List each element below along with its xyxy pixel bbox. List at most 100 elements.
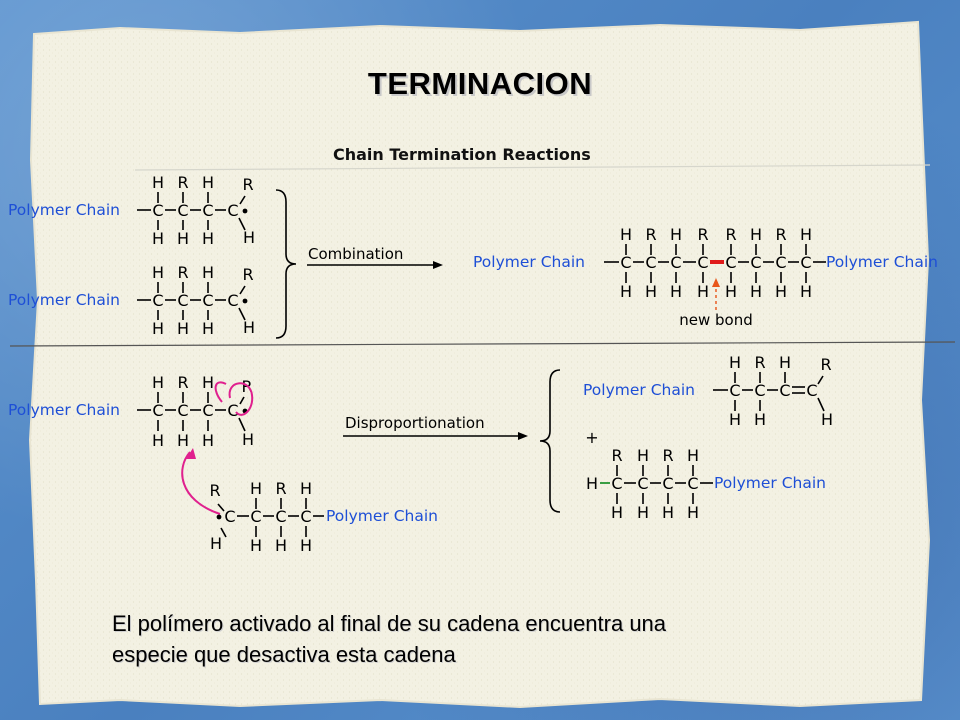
radical-a-carbon: C [202,201,213,220]
product-carbon: C [645,253,656,272]
disp-r2-top-sub: H [300,479,312,498]
slide-title: TERMINACION [367,66,593,101]
product-chain-right: Polymer Chain [826,253,938,271]
disp-radical-carbon: C [227,401,238,420]
slide-caption: El polímero activado al final de su cade… [112,608,832,670]
combination-arrow-head [433,261,443,269]
alkene-chain-label: Polymer Chain [583,381,695,399]
disp-carbon: C [152,401,163,420]
radical-a-top-sub: H [152,173,164,192]
product-bottom-sub: H [645,282,657,301]
radical-a-top-sub: H [202,173,214,192]
disp-r2-radical-dot [216,514,222,520]
disp-r2-carbon: C [300,507,311,526]
product-bottom-sub: H [750,282,762,301]
alkene-bond-h [817,397,825,412]
radical-b-bottom-sub: H [152,319,164,338]
product-bottom-sub: H [800,282,812,301]
radical-b-carbon: C [202,291,213,310]
saturated-bottom-sub: H [611,503,623,522]
caption-line-1: El polímero activado al final de su cade… [112,611,667,636]
saturated-bottom-sub: H [637,503,649,522]
disp-r2-radical-r: R [209,481,220,500]
saturated-top-sub: H [637,446,649,465]
radical-b-chain-label: Polymer Chain [8,291,120,309]
product-top-sub: R [645,225,656,244]
disp-r2-bond-h [220,527,227,538]
radical-a-bottom-sub: H [177,229,189,248]
alkene-carbon: C [729,381,740,400]
disp-r2-bottom-sub: H [300,536,312,555]
disp-bottom-sub: H [152,431,164,450]
radical-a-radical-dot [242,208,248,214]
radical-b-bond-h [238,307,246,321]
alkene-top-sub: H [779,353,791,372]
product-carbon: C [620,253,631,272]
radical-a-chain-label: Polymer Chain [8,201,120,219]
alkene-r: R [820,355,831,374]
disproportionation-label: Disproportionation [345,414,485,432]
alkene-h: H [821,410,833,429]
disp-r2-carbon: C [250,507,261,526]
saturated-carbon: C [687,474,698,493]
alkene-top-sub: H [729,353,741,372]
disp-bottom-sub: H [177,431,189,450]
plus-sign: + [585,428,598,447]
radical-a-radical-carbon: C [227,201,238,220]
radical-b-carbon: C [177,291,188,310]
disp-r2-bond-r [217,503,225,512]
radical-a-bottom-sub: H [202,229,214,248]
combination-brace [275,189,297,339]
product-bottom-sub: H [775,282,787,301]
diagram-heading: Chain Termination Reactions [333,145,591,164]
disp-radical-h: H [242,430,254,449]
radical-b-radical-carbon: C [227,291,238,310]
radical-a-radical-h: H [243,228,255,247]
alkene-carbon: C [754,381,765,400]
product-top-sub: R [775,225,786,244]
disp-r2-bottom-sub: H [275,536,287,555]
product-top-sub: H [800,225,812,244]
radical-a-top-sub: R [177,173,188,192]
saturated-bottom-sub: H [687,503,699,522]
radical-b-top-sub: H [202,263,214,282]
radical-a-bond-h [238,217,246,231]
disp-radical-chain-label: Polymer Chain [8,401,120,419]
new-bond-pointer-head [712,278,720,287]
alkene-bottom-sub: H [754,410,766,429]
combination-label: Combination [308,245,403,263]
product-bottom-sub: H [670,282,682,301]
disp-r2-carbon: C [224,507,235,526]
disp-bottom-sub: H [202,431,214,450]
product-carbon: C [775,253,786,272]
electron-arrow-1 [228,382,254,416]
heading-rule [134,164,931,171]
product-carbon: C [800,253,811,272]
saturated-top-sub: H [687,446,699,465]
product-top-sub: R [697,225,708,244]
disp-top-sub: H [152,373,164,392]
product-top-sub: H [620,225,632,244]
disp-r2-carbon: C [275,507,286,526]
disproportionation-brace [539,369,561,513]
disp-r2-top-sub: R [275,479,286,498]
radical-a-bond-r [239,195,246,205]
radical-a-radical-r: R [242,175,253,194]
product-bottom-sub: H [697,282,709,301]
product-top-sub: H [750,225,762,244]
product-top-sub: R [725,225,736,244]
radical-b-top-sub: H [152,263,164,282]
alkene-bottom-sub: H [729,410,741,429]
saturated-bottom-sub: H [662,503,674,522]
saturated-chain-label: Polymer Chain [714,474,826,492]
disp-carbon: C [202,401,213,420]
saturated-top-sub: R [662,446,673,465]
disproportionation-arrow-head [518,432,528,440]
radical-a-bottom-sub: H [152,229,164,248]
product-carbon: C [725,253,736,272]
product-carbon: C [697,253,708,272]
h-transfer-arrow-head [186,448,196,459]
